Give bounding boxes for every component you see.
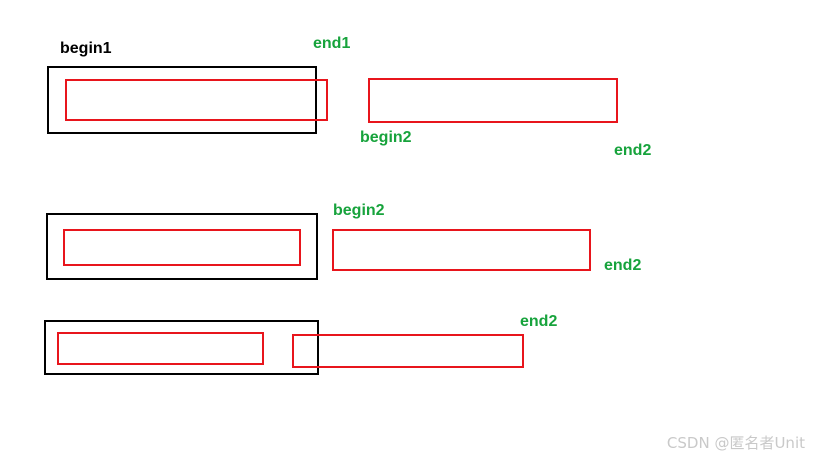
begin1-label: begin1 bbox=[60, 40, 112, 57]
begin2-label: begin2 bbox=[360, 129, 412, 146]
begin2-label: begin2 bbox=[333, 202, 385, 219]
range1-inner-box bbox=[57, 332, 264, 365]
watermark: CSDN @匿名者Unit bbox=[666, 434, 805, 452]
range1-box bbox=[47, 66, 317, 134]
range1-inner-box bbox=[63, 229, 301, 266]
range2-box bbox=[368, 78, 618, 123]
end2-label: end2 bbox=[614, 142, 652, 159]
end1-label: end1 bbox=[313, 35, 351, 52]
range1-inner-box bbox=[65, 79, 328, 121]
end2-label: end2 bbox=[604, 257, 642, 274]
range1-box bbox=[44, 320, 319, 375]
range2-box bbox=[332, 229, 591, 271]
range1-box bbox=[46, 213, 318, 280]
end2-label: end2 bbox=[520, 313, 558, 330]
range2-box bbox=[292, 334, 524, 368]
